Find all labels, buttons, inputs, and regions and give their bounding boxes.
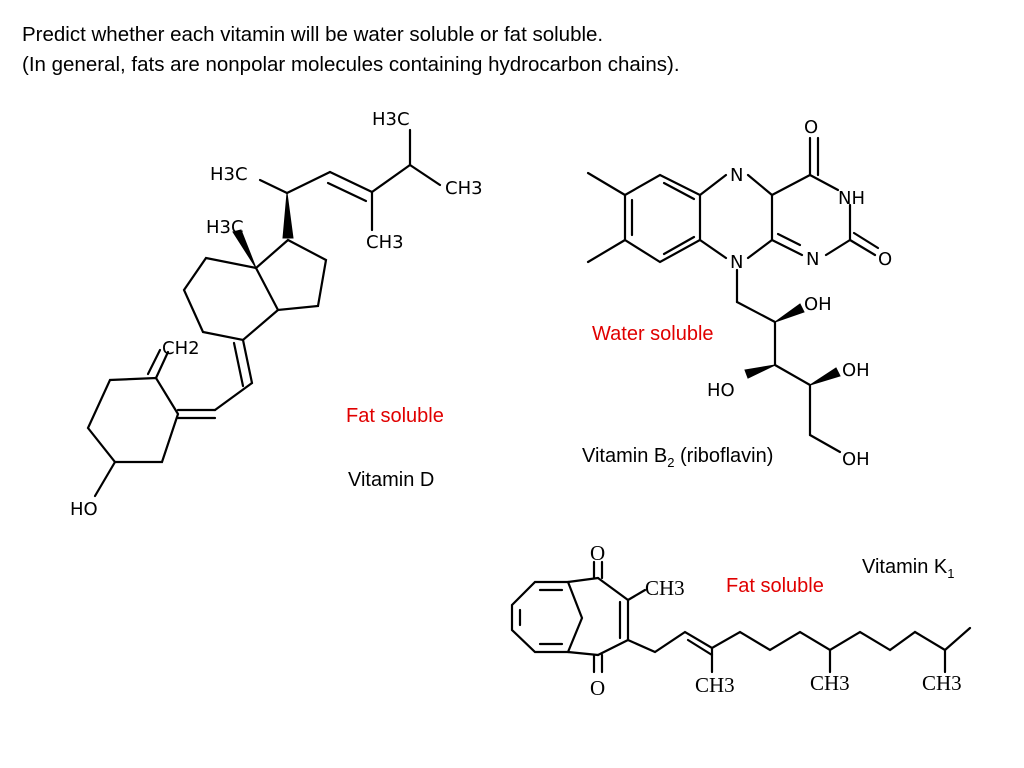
vitamin-k1-structure: O O CH3 CH3 CH3 CH3 — [510, 541, 972, 700]
vitamin-k1-atom-ch3-ring: CH3 — [645, 576, 685, 600]
vitamin-k1-solubility-label: Fat soluble — [726, 575, 824, 597]
vitamin-d-atom-ch3-lower: CH3 — [366, 232, 404, 253]
vitamin-k1-name-label: Vitamin K1 — [862, 556, 954, 581]
vitamin-d-solubility-label: Fat soluble — [346, 405, 444, 427]
vitamin-d-atom-h3c-left: H3C — [210, 164, 248, 185]
vitamin-d-atom-ch2: CH2 — [162, 338, 200, 359]
question-text: Predict whether each vitamin will be wat… — [22, 20, 680, 80]
question-line-1: Predict whether each vitamin will be wat… — [22, 23, 604, 46]
vitamin-b2-solubility-label: Water soluble — [592, 323, 714, 345]
vitamin-b2-atom-oh-1: OH — [804, 294, 832, 315]
vitamin-b2-atom-ho: HO — [707, 380, 735, 401]
vitamin-b2-atom-oh-3: OH — [842, 449, 870, 470]
vitamin-b2-atom-oh-2: OH — [842, 360, 870, 381]
vitamin-d-name-label: Vitamin D — [348, 469, 435, 491]
vitamin-d-atom-ch3-right: CH3 — [445, 178, 483, 199]
vitamin-b2-atom-n-right: N — [806, 249, 819, 270]
question-line-2: (In general, fats are nonpolar molecules… — [22, 53, 680, 76]
vitamin-b2-atom-nh: NH — [838, 188, 865, 209]
vitamin-d-atom-h3c-top: H3C — [372, 109, 410, 130]
vitamin-k1-atom-ch3-c: CH3 — [922, 671, 962, 695]
vitamin-b2-atom-o-right: O — [878, 249, 892, 270]
vitamin-k1-name-subscript: 1 — [947, 566, 955, 581]
vitamin-k1-name-main: Vitamin K — [862, 556, 948, 578]
vitamin-b2-atom-o-top: O — [804, 117, 818, 138]
vitamin-k1-atom-o-top: O — [590, 541, 605, 565]
vitamin-d-atom-ho: HO — [70, 499, 98, 520]
vitamin-b2-name-label: Vitamin B2 (riboflavin) — [582, 445, 773, 470]
vitamin-b2-name-rest: (riboflavin) — [674, 445, 774, 467]
vitamin-d-atom-h3c-ring: H3C — [206, 217, 244, 238]
vitamin-b2-name-subscript: 2 — [667, 455, 675, 470]
vitamin-d-structure: H3C H3C CH3 CH3 H3C CH2 HO — [70, 109, 483, 520]
vitamin-b2-name-main: Vitamin B — [582, 445, 668, 467]
vitamin-b2-atom-n-top: N — [730, 165, 743, 186]
vitamin-b2-atom-n-bottom: N — [730, 252, 743, 273]
vitamin-k1-atom-ch3-a: CH3 — [695, 673, 735, 697]
vitamin-b2-structure: O N NH N N O OH HO OH OH — [586, 117, 892, 470]
vitamin-k1-atom-o-bottom: O — [590, 676, 605, 700]
vitamin-k1-atom-ch3-b: CH3 — [810, 671, 850, 695]
